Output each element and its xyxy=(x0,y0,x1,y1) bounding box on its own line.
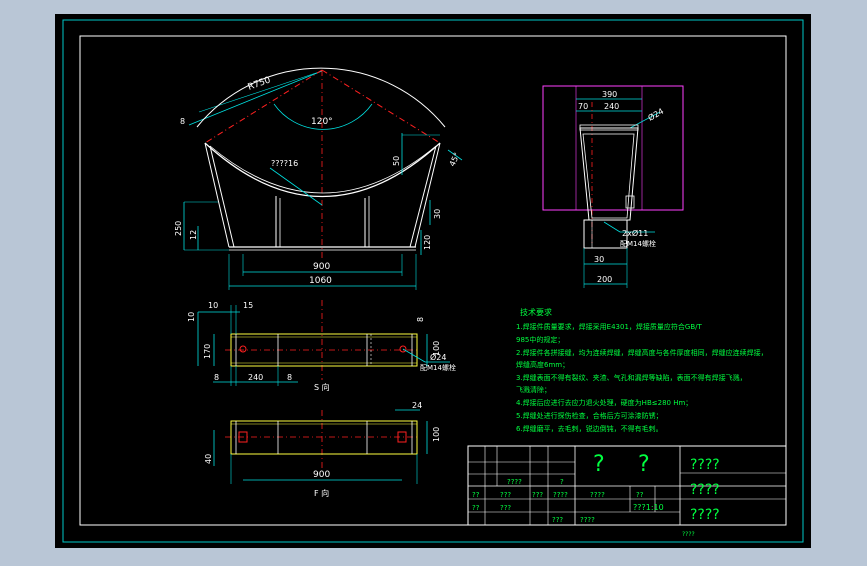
notes-line-8: 5.焊缝处进行探伤检查，合格后方可涂漆防锈； xyxy=(516,411,663,420)
notes-line-4: 焊缝高度6mm； xyxy=(516,360,569,369)
angle-label: 120° xyxy=(311,117,333,127)
title-left-cell-2: ? xyxy=(560,478,564,486)
outer-border xyxy=(62,19,804,543)
title-sketch-a: ? xyxy=(593,452,605,477)
technical-notes: 技术要求 1.焊接件质量要求，焊接采用E4301，焊接质量应符合GB/T 985… xyxy=(516,307,768,433)
title-block-text: ? ? ???? ???? ???? ???? ? ?? ??? ??? ???… xyxy=(472,452,720,538)
note-ref: ????16 xyxy=(271,159,298,168)
title-row-b-4: ???? xyxy=(580,516,595,524)
dim-30: 30 xyxy=(433,209,442,219)
title-row-b-1: ?? xyxy=(472,504,480,512)
dim-390: 390 xyxy=(602,90,617,99)
dim-900: 900 xyxy=(313,262,330,272)
title-row-b-5: ??? xyxy=(552,516,563,524)
title-row-a-3: ??? xyxy=(532,491,543,499)
side-dim-200: 200 xyxy=(597,275,612,284)
notes-line-9: 6.焊缝磨平，去毛刺，锐边倒钝，不得有毛刺。 xyxy=(516,424,663,433)
title-row-b-2: ??? xyxy=(500,504,511,512)
title-sketch-b: ? xyxy=(638,452,650,477)
top-dim-240: 240 xyxy=(248,373,263,382)
top-dim-10: 10 xyxy=(208,301,218,310)
notes-line-5: 3.焊缝表面不得有裂纹、夹渣、气孔和漏焊等缺陷，表面不得有焊接飞溅， xyxy=(516,373,747,382)
side-dim-30: 30 xyxy=(594,255,604,264)
side-view-outline xyxy=(542,85,684,211)
drawing-sheet xyxy=(55,14,811,548)
bottom-dim-900: 900 xyxy=(313,470,330,480)
dim-70: 70 xyxy=(578,102,588,111)
top-dim-8-right: 8 xyxy=(416,317,425,322)
top-dim-15: 15 xyxy=(243,301,253,310)
holes-note: 配M14螺栓 xyxy=(620,239,656,248)
title-row-b-3: ?? xyxy=(636,491,644,499)
mark-8: 8 xyxy=(180,117,185,126)
bottom-view-outline xyxy=(230,420,418,455)
notes-line-2: 985中的规定； xyxy=(516,335,564,344)
title-row-a-5: ???? xyxy=(590,491,605,499)
top-dim-8a: 8 xyxy=(214,373,219,382)
bottom-dim-100: 100 xyxy=(432,427,441,442)
bottom-view: 24 100 40 900 F 向 xyxy=(204,401,441,498)
notes-title: 技术要求 xyxy=(520,307,552,317)
top-hole-note: 配M14螺栓 xyxy=(420,363,456,372)
title-row-a-4: ???? xyxy=(553,491,568,499)
top-dim-8b: 8 xyxy=(287,373,292,382)
dim-250: 250 xyxy=(174,221,183,236)
bottom-dim-24: 24 xyxy=(412,401,422,410)
top-dim-10b: 10 xyxy=(187,312,196,322)
dim-12: 12 xyxy=(189,230,198,240)
notes-line-7: 4.焊接后应进行去应力退火处理，硬度为HB≤280 Hm； xyxy=(516,398,692,407)
notes-line-6: 飞溅清除； xyxy=(516,385,551,394)
top-view-outline xyxy=(230,333,418,367)
title-left-cell-1: ???? xyxy=(507,478,522,486)
title-name-r1: ???? xyxy=(690,457,720,473)
dim-120: 120 xyxy=(423,235,432,250)
side-view: 390 70 240 Ø24 2xØ11 配M14螺栓 30 200 xyxy=(542,85,684,288)
dim-1060: 1060 xyxy=(309,276,332,286)
top-view: 10 15 10 170 8 100 8 240 8 Ø24 配M14螺栓 S … xyxy=(187,300,456,392)
holes-label: 2xØ11 xyxy=(622,228,648,238)
title-row-a-1: ?? xyxy=(472,491,480,499)
title-row-a-2: ??? xyxy=(500,491,511,499)
bottom-dim-40: 40 xyxy=(204,454,213,464)
drawing-frame xyxy=(79,35,787,526)
top-hole-dia: Ø24 xyxy=(430,352,446,362)
top-dim-170: 170 xyxy=(203,344,212,359)
top-dim-100: 100 xyxy=(432,341,441,356)
bottom-view-caption: F 向 xyxy=(314,488,329,498)
title-scale: ???1:10 xyxy=(633,503,664,512)
top-view-caption: S 向 xyxy=(314,382,330,392)
dim-50: 50 xyxy=(392,156,401,166)
title-block xyxy=(467,445,787,526)
title-name-r3: ???? xyxy=(690,507,720,523)
title-name-r2: ???? xyxy=(690,482,720,498)
notes-line-1: 1.焊接件质量要求，焊接采用E4301，焊接质量应符合GB/T xyxy=(516,322,703,331)
dim-240: 240 xyxy=(604,102,619,111)
title-foot: ???? xyxy=(682,531,695,538)
main-view: R750 8 120° ????16 50 45° xyxy=(174,67,463,290)
notes-line-3: 2.焊接件各拼接缝，均为连续焊缝，焊缝高度与各件厚度相同，焊缝应连续焊接， xyxy=(516,348,768,357)
